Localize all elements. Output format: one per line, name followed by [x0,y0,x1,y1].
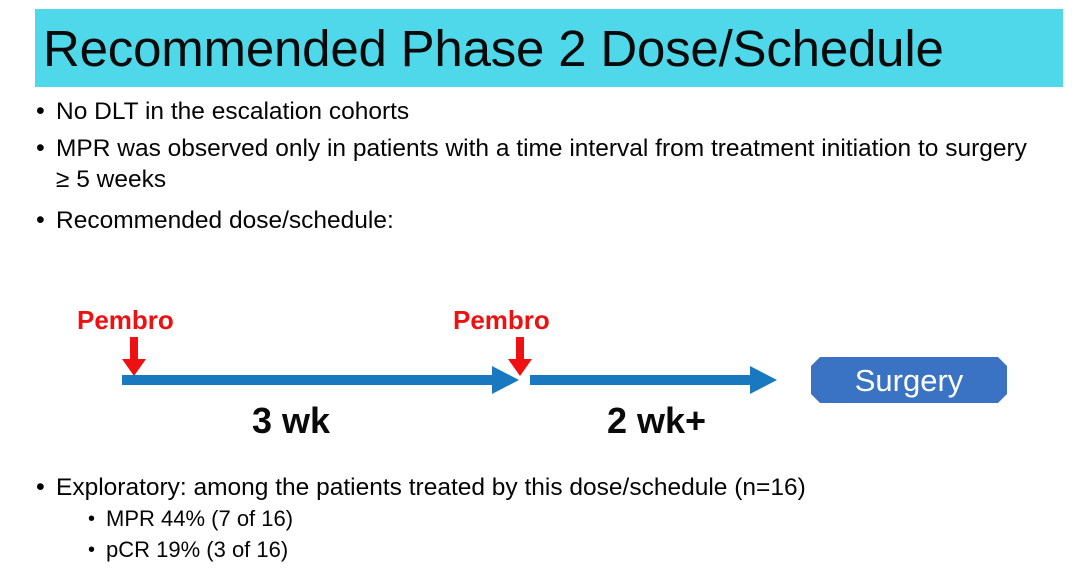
bullet-text: No DLT in the escalation cohorts [56,98,410,125]
bullet-text: MPR was observed only in patients with a… [56,135,1027,193]
bullet-text: MPR 44% (7 of 16) [106,506,294,531]
bullet-dot-icon: • [36,473,45,501]
surgery-box-shape [811,357,1007,403]
list-item: • Exploratory: among the patients treate… [36,472,1046,503]
list-item: • MPR 44% (7 of 16) [88,504,1046,534]
list-item: • MPR was observed only in patients with… [36,133,1046,195]
pembro-label-second-dose: Pembro [453,305,550,335]
red-down-arrow-icon [507,337,533,377]
slide-title-bar: Recommended Phase 2 Dose/Schedule [35,9,1063,87]
list-item: • Recommended dose/schedule: [36,205,1046,236]
list-item: • No DLT in the escalation cohorts [36,96,1046,127]
bullet-dot-icon: • [36,97,45,125]
blue-right-arrow-icon [122,365,520,395]
bottom-bullet-list: • Exploratory: among the patients treate… [36,472,1046,566]
bullet-dot-icon: • [88,508,96,530]
top-bullet-list: • No DLT in the escalation cohorts • MPR… [36,96,1046,242]
blue-right-arrow-icon [530,365,778,395]
interval-label-second: 2 wk+ [607,400,707,441]
bullet-text: Exploratory: among the patients treated … [56,474,806,501]
interval-label-first: 3 wk [252,400,331,441]
page-title: Recommended Phase 2 Dose/Schedule [43,19,944,77]
bullet-dot-icon: • [36,134,45,162]
treatment-schedule-diagram: Pembro Pembro 3 wk 2 wk+ Surgery [0,285,1080,460]
red-down-arrow-icon [121,337,147,377]
bullet-text: Recommended dose/schedule: [56,207,394,234]
bullet-dot-icon: • [36,206,45,234]
bullet-dot-icon: • [88,539,96,561]
list-item: • pCR 19% (3 of 16) [88,535,1046,565]
pembro-label-first-dose: Pembro [77,305,174,335]
bullet-text: pCR 19% (3 of 16) [106,537,289,562]
